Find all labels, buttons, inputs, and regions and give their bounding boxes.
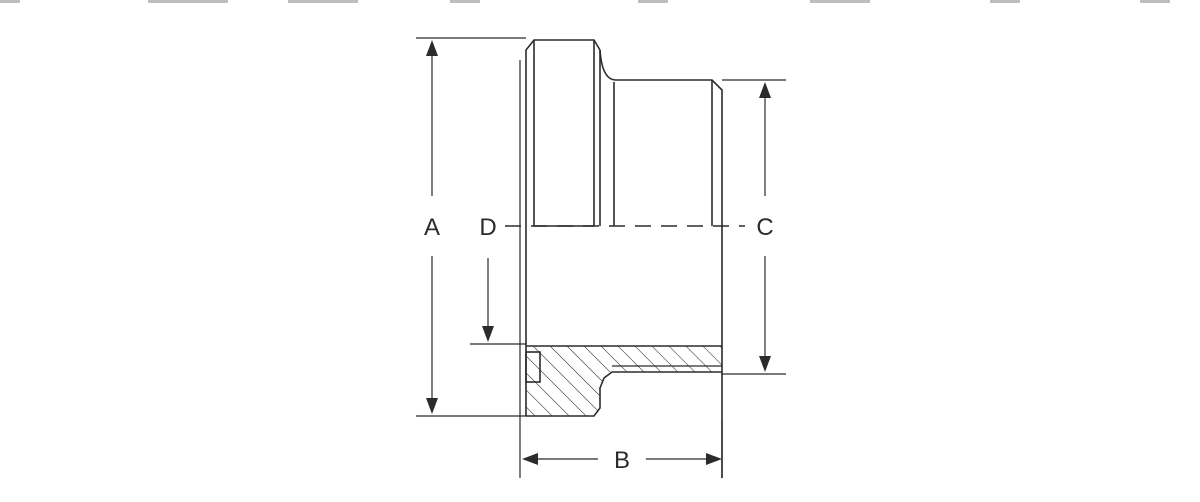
extension-lines [416, 37, 786, 478]
label-d: D [479, 214, 496, 241]
dimension-d: D [479, 214, 497, 342]
dimension-b: B [522, 447, 722, 474]
top-edge-fragments [0, 0, 1170, 3]
hatched-section [526, 346, 722, 416]
label-c: C [756, 214, 773, 241]
label-b: B [614, 447, 630, 474]
dimension-a: A [424, 40, 440, 414]
label-a: A [424, 214, 440, 241]
dimension-c: C [756, 82, 774, 372]
